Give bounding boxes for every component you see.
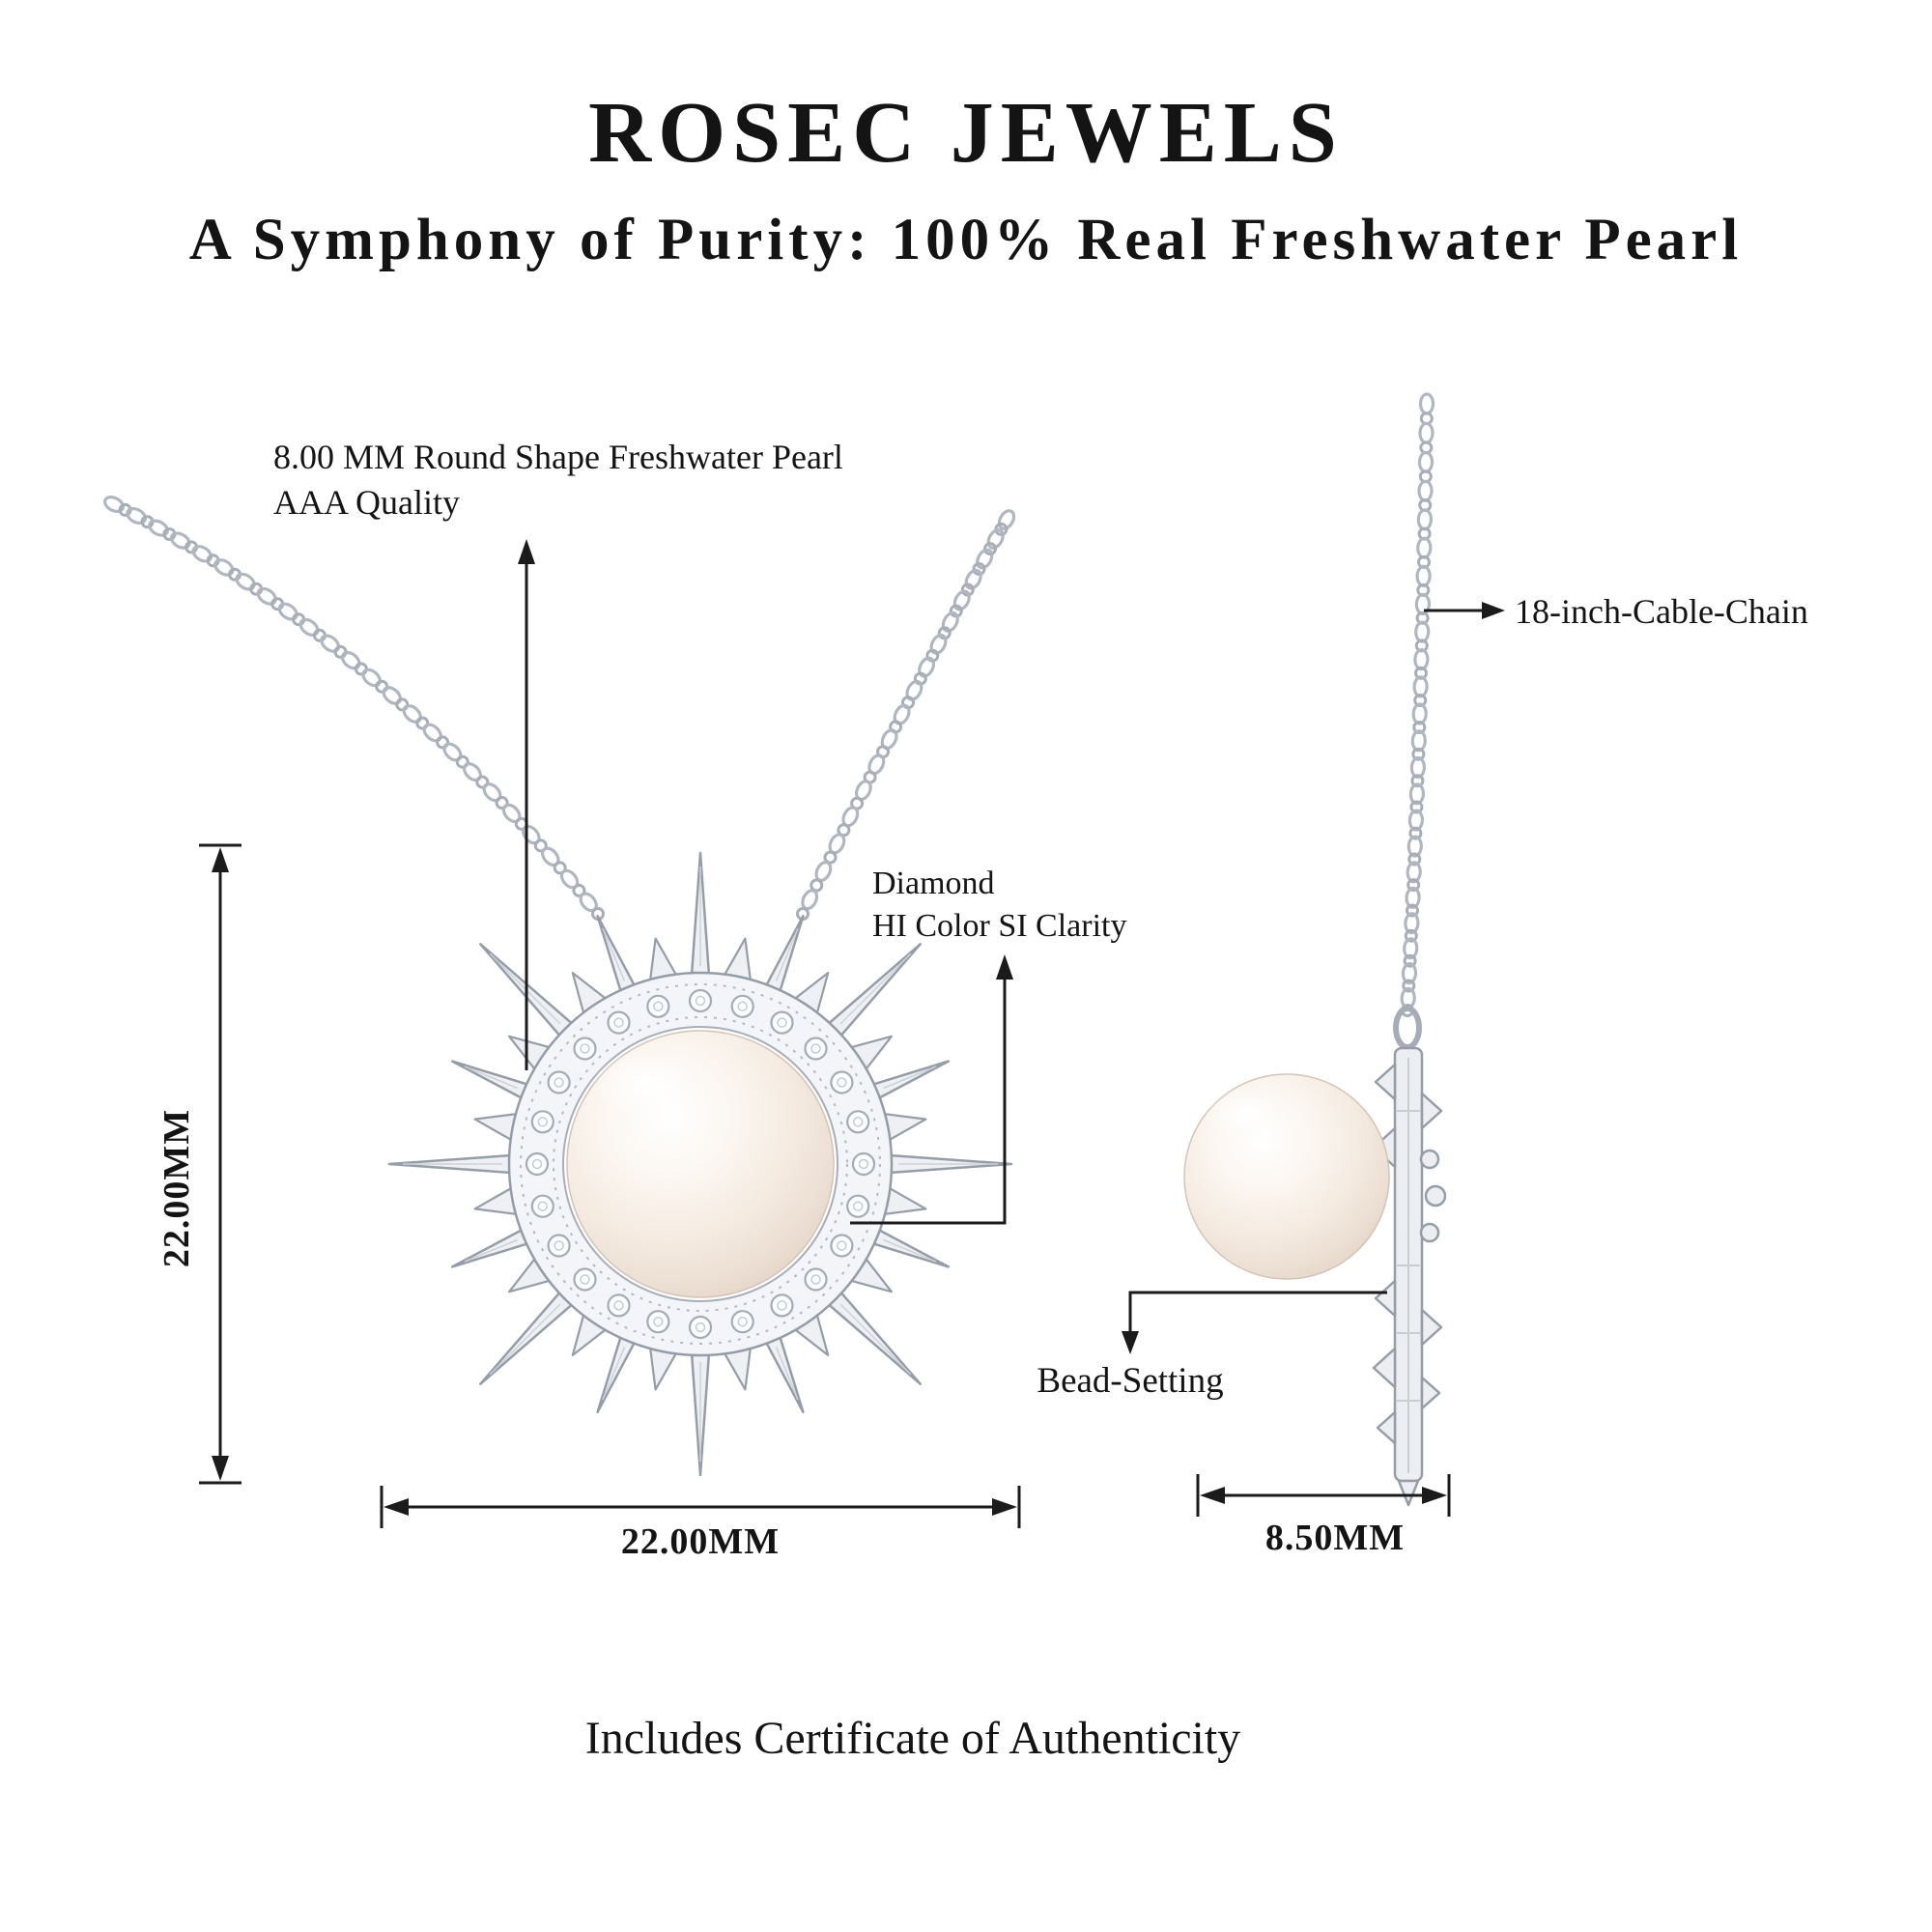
diamond-annotation-line2: HI Color SI Clarity [872,908,1127,945]
arrow-right-icon [1422,1487,1447,1504]
tagline: A Symphony of Purity: 100% Real Freshwat… [188,208,1744,272]
depth-dimension-label: 8.50MM [1264,1518,1406,1558]
side-view-chain [1400,392,1435,1017]
bead-prong [1419,1149,1440,1170]
arrow-left-icon [1200,1487,1225,1504]
arrow-left-icon [384,1498,409,1516]
bead-setting-annotation: Bead-Setting [1037,1361,1224,1401]
certificate-note: Includes Certificate of Authenticity [584,1713,1241,1764]
arrow-down-icon [1122,1331,1139,1354]
annotation-leader-lines [199,560,1488,1528]
chain-annotation: 18-inch-Cable-Chain [1515,592,1808,631]
pearl-annotation-line1: 8.00 MM Round Shape Freshwater Pearl [273,438,843,476]
arrow-right-icon [1482,602,1505,619]
brand-title: ROSEC JEWELS [588,85,1344,181]
bead-setting-leader-line [1128,1291,1387,1337]
bead-prong [1419,1222,1440,1243]
arrowheads [212,539,1505,1516]
pearl-highlight [592,1051,698,1117]
height-dimension-label: 22.00MM [156,1108,197,1268]
side-view-pendant [1183,1006,1447,1507]
diamond-band [525,988,876,1340]
arrow-up-icon [518,539,535,564]
arrow-right-icon [992,1498,1017,1516]
front-necklace-chain-right [796,509,1016,921]
arrow-down-icon [212,1456,229,1481]
arrow-up-icon [996,954,1013,980]
front-sunburst-pendant [387,851,1013,1477]
diamond-annotation-line1: Diamond [872,866,995,901]
pearl-annotation: 8.00 MM Round Shape Freshwater Pearl AAA… [273,435,843,526]
pearl-annotation-line2: AAA Quality [273,482,460,522]
milgrain-outer [520,983,881,1345]
bead-prong [1424,1184,1447,1208]
width-dimension-label: 22.00MM [620,1521,781,1562]
milgrain-inner [553,1016,848,1312]
front-necklace-chain-left [103,496,605,921]
diamond-leader-line [850,976,1007,1225]
diamond-annotation: Diamond HI Color SI Clarity [872,863,1126,948]
arrow-up-icon [212,847,229,872]
pearl-highlight [1204,1088,1285,1138]
